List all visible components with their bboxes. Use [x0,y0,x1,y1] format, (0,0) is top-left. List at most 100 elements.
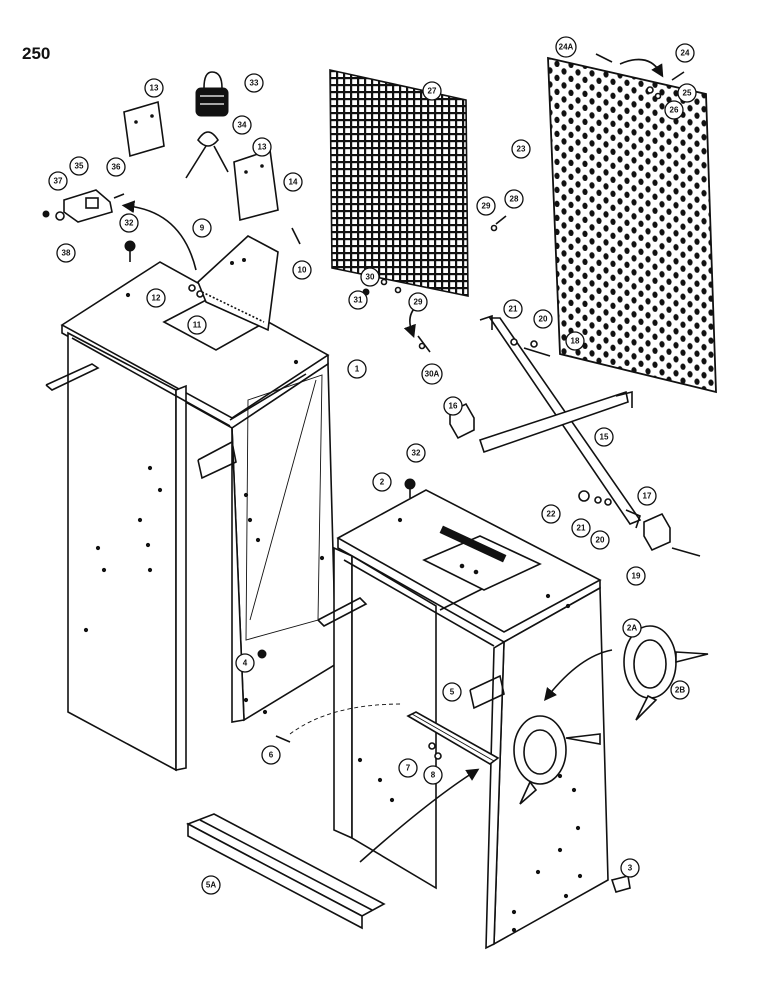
front-support-tower [317,489,609,950]
callout-8: 8 [423,765,443,785]
callout-label: 13 [150,84,159,93]
callout-label: 24 [681,49,690,58]
callout-11: 11 [187,315,207,335]
callout-label: 4 [243,659,248,668]
callout-28: 28 [504,189,524,209]
callout-circle [360,267,380,287]
callout-circle [675,43,695,63]
callout-24: 24 [675,43,695,63]
callout-circle [422,81,442,101]
callout-19: 19 [626,566,646,586]
callout-circle [622,618,642,638]
mesh-screen [329,69,469,297]
callout-label: 10 [298,266,307,275]
perforated-panel [547,56,717,394]
latch-hardware [42,189,125,223]
callout-label: 38 [62,249,71,258]
callout-label: 27 [428,87,437,96]
callout-label: 18 [571,337,580,346]
callout-label: 31 [354,296,363,305]
callout-circle [442,682,462,702]
callout-circle [192,218,212,238]
callout-circle [555,36,577,58]
callout-circle [620,858,640,878]
callout-32a: 32 [119,213,139,233]
callout-1: 1 [347,359,367,379]
callout-label: 30A [425,370,440,379]
callout-label: 36 [112,163,121,172]
callout-label: 23 [517,145,526,154]
callout-29a: 29 [476,196,496,216]
callout-label: 5 [450,688,455,697]
callout-circle [421,363,443,385]
callout-circle [594,427,614,447]
hinged-access-door [197,235,279,332]
callout-2A: 2A [622,618,642,638]
mounted-bushing [513,715,601,805]
callout-label: 32 [412,449,421,458]
cross-brace [478,314,642,529]
callout-3: 3 [620,858,640,878]
callout-29b: 29 [408,292,428,312]
callout-label: 6 [269,751,274,760]
callout-32b: 32 [406,443,426,463]
callout-label: 26 [670,106,679,115]
channel-bar [406,711,500,765]
callout-label: 21 [577,524,586,533]
callout-26: 26 [664,100,684,120]
callout-circle [677,83,697,103]
callout-circle [670,680,690,700]
padlock-keys [185,131,229,179]
callout-circle [503,299,523,319]
callout-15: 15 [594,427,614,447]
callout-label: 5A [206,881,216,890]
callout-label: 15 [600,433,609,442]
callout-circle [511,139,531,159]
callout-14: 14 [283,172,303,192]
padlock [195,71,229,117]
callout-36: 36 [106,157,126,177]
small-hardware-left [124,227,301,298]
callout-label: 28 [510,195,519,204]
callout-31: 31 [348,290,368,310]
callout-label: 35 [75,162,84,171]
callout-circle [283,172,303,192]
callout-30A: 30A [421,363,443,385]
callout-circle [571,518,591,538]
callout-circle [626,566,646,586]
loose-bushing [623,625,709,721]
callout-circle [261,745,281,765]
brace-fasteners [510,338,701,557]
callout-label: 33 [250,79,259,88]
callout-circle [541,504,561,524]
callout-label: 7 [406,764,411,773]
callout-label: 3 [628,864,633,873]
callout-label: 2B [675,686,685,695]
loose-channel-bar [186,813,386,930]
callout-22: 22 [541,504,561,524]
callout-label: 29 [414,298,423,307]
callout-circle [406,443,426,463]
callout-20b: 20 [590,530,610,550]
callout-circle [144,78,164,98]
callout-label: 2 [380,478,385,487]
callout-35: 35 [69,156,89,176]
callout-label: 22 [547,510,556,519]
page-number: 250 [22,44,51,63]
callout-5: 5 [442,682,462,702]
callout-38: 38 [56,243,76,263]
callout-circle [504,189,524,209]
callout-circle [476,196,496,216]
callout-circle [590,530,610,550]
callout-circle [232,115,252,135]
callout-label: 24A [559,43,574,52]
callout-20a: 20 [533,309,553,329]
callout-label: 34 [238,121,247,130]
callout-33: 33 [244,73,264,93]
callout-21b: 21 [571,518,591,538]
callout-25: 25 [677,83,697,103]
callout-4: 4 [235,653,255,673]
cover-plates [123,100,279,222]
